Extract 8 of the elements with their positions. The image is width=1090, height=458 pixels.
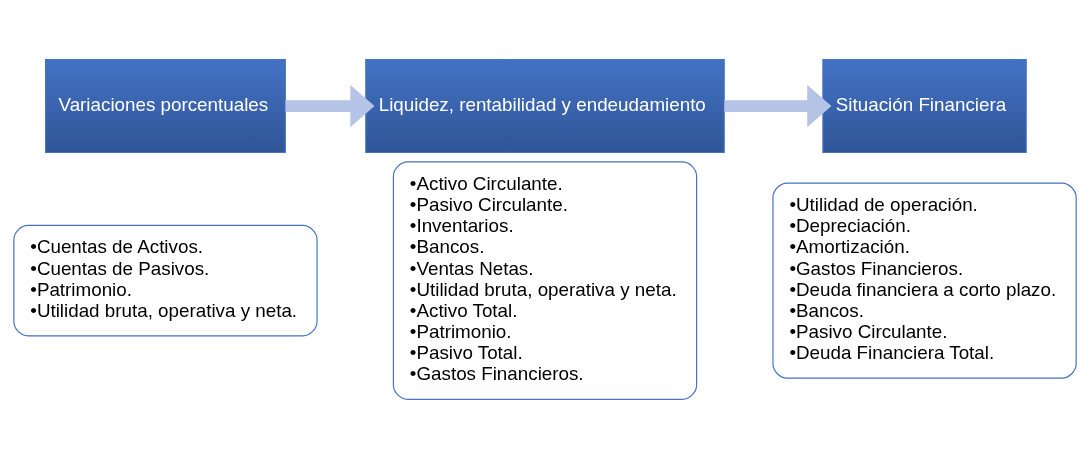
node-box: Situación Financiera [822, 58, 1027, 153]
node-box: •Utilidad de operación. •Depreciación. •Amortización. •Gastos Financieros. •Deuda financiera a corto plazo. •Bancos. •Pasivo Circulante. •Deuda Financiera Total. [772, 182, 1077, 379]
arrow [285, 84, 375, 127]
node-box: Liquidez, rentabilidad y endeudamiento [365, 58, 725, 153]
arrow [724, 84, 832, 127]
node-box: •Activo Circulante. •Pasivo Circulante. •Inventarios. •Bancos. •Ventas Netas. •Utilidad bruta, operativa y neta. •Activo Total. •Patrimonio. •Pasivo Total. •Gastos Financieros. [392, 160, 698, 400]
node-box: •Cuentas de Activos. •Cuentas de Pasivos. •Patrimonio. •Utilidad bruta, operativa y neta. [13, 224, 318, 336]
node-box: Variaciones porcentuales [45, 58, 286, 153]
